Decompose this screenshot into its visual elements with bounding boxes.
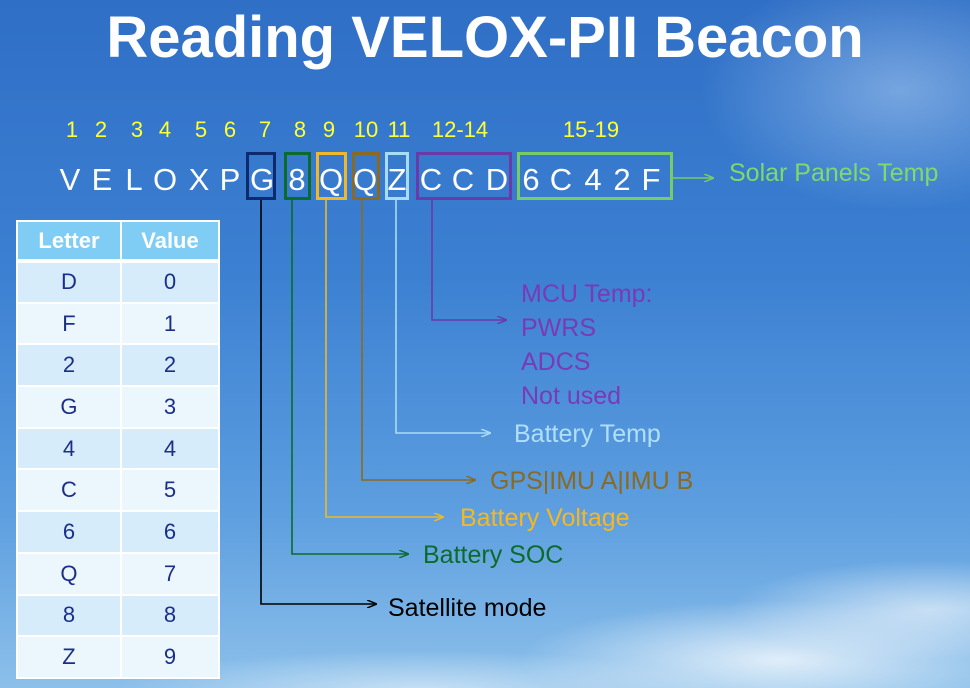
position-label: 6 <box>223 117 237 142</box>
value-cell: 8 <box>119 593 221 638</box>
position-label: 10 <box>353 117 379 142</box>
beacon-char: P <box>219 162 241 197</box>
box-solar-temp <box>517 152 673 200</box>
beacon-char: C <box>451 162 475 197</box>
position-label: 1 <box>65 117 79 142</box>
beacon-char: X <box>188 162 210 197</box>
label-satellite-mode: Satellite mode <box>388 594 547 622</box>
position-label: 12-14 <box>431 117 489 142</box>
position-label: 11 <box>387 117 411 142</box>
beacon-char: 2 <box>613 162 631 197</box>
connector-satellite-mode <box>260 200 376 604</box>
label-battery-temp: Battery Temp <box>514 420 661 448</box>
value-cell: 3 <box>119 385 221 429</box>
connector-mcu <box>431 200 506 320</box>
value-cell: 7 <box>119 551 221 596</box>
beacon-char: L <box>125 162 143 197</box>
letter-cell: G <box>16 385 122 429</box>
label-mcu-temp: MCU Temp: PWRS ADCS Not used <box>521 277 653 413</box>
value-cell: 9 <box>119 635 221 679</box>
position-label: 4 <box>158 117 172 142</box>
box-gps <box>352 152 380 200</box>
label-battery-voltage: Battery Voltage <box>460 504 630 532</box>
position-label: 2 <box>94 117 108 142</box>
box-battery-voltage <box>316 152 347 200</box>
mcu-temp-heading: MCU Temp: <box>521 280 653 308</box>
beacon-char: C <box>549 162 573 197</box>
beacon-char: 4 <box>584 162 602 197</box>
beacon-char: C <box>419 162 443 197</box>
value-cell: 2 <box>119 343 221 388</box>
value-cell: 4 <box>119 426 221 471</box>
letter-cell: 4 <box>16 426 122 471</box>
connector-gps <box>361 200 475 480</box>
letter-cell: C <box>16 468 122 513</box>
beacon-char: 6 <box>522 162 540 197</box>
connector-battery-temp <box>395 200 490 433</box>
value-cell: 6 <box>119 510 221 554</box>
connector-battery-voltage <box>325 200 443 517</box>
mcu-temp-item: PWRS <box>521 314 596 342</box>
mcu-temp-item: ADCS <box>521 348 591 376</box>
value-cell: 0 <box>119 260 221 304</box>
column-header-value: Value <box>119 220 221 263</box>
beacon-char: V <box>59 162 81 197</box>
beacon-char: D <box>485 162 509 197</box>
beacon-char: Q <box>352 162 378 197</box>
label-gps-imu: GPS|IMU A|IMU B <box>490 467 694 495</box>
beacon-char: G <box>249 162 275 197</box>
letter-cell: F <box>16 301 122 346</box>
letter-cell: 6 <box>16 510 122 554</box>
mcu-temp-item: Not used <box>521 382 622 410</box>
box-battery-temp <box>385 152 409 200</box>
label-battery-soc: Battery SOC <box>423 541 564 569</box>
beacon-char: Z <box>387 162 407 197</box>
position-label: 8 <box>293 117 307 142</box>
value-cell: 1 <box>119 301 221 346</box>
letter-cell: Q <box>16 551 122 596</box>
letter-cell: D <box>16 260 122 304</box>
beacon-char: Q <box>318 162 344 197</box>
beacon-char: E <box>91 162 113 197</box>
position-label: 3 <box>130 117 144 142</box>
beacon-char: F <box>641 162 661 197</box>
beacon-char: O <box>152 162 178 197</box>
connector-battery-soc <box>291 200 408 554</box>
letter-cell: 2 <box>16 343 122 388</box>
position-label: 5 <box>194 117 208 142</box>
box-satellite-mode <box>246 152 276 200</box>
letter-cell: 8 <box>16 593 122 638</box>
label-solar-panels-temp: Solar Panels Temp <box>729 159 939 187</box>
position-label: 9 <box>322 117 336 142</box>
position-label: 15-19 <box>562 117 620 142</box>
column-header-letter: Letter <box>16 220 122 263</box>
slide-title: Reading VELOX-PII Beacon <box>106 5 864 70</box>
box-mcu-temp <box>416 152 512 200</box>
value-cell: 5 <box>119 468 221 513</box>
letter-cell: Z <box>16 635 122 679</box>
box-battery-soc <box>284 152 311 200</box>
beacon-char: 8 <box>288 162 306 197</box>
position-label: 7 <box>258 117 272 142</box>
